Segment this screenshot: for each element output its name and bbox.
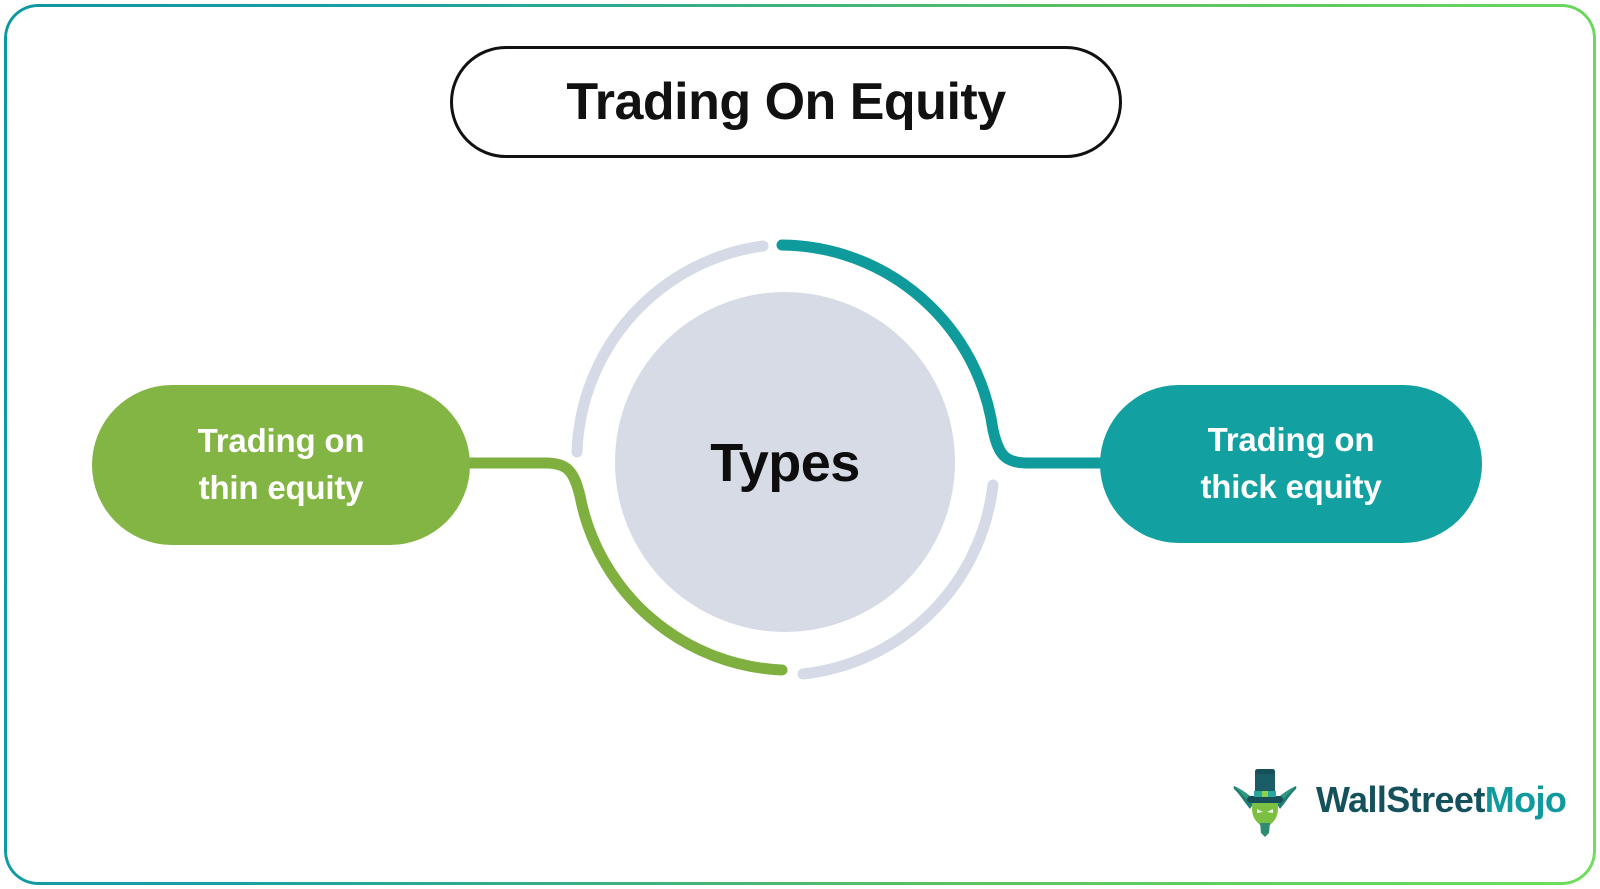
branch-thick-equity-line2: thick equity: [1200, 468, 1382, 505]
brand-wordmark: WallStreetMojo: [1316, 779, 1567, 820]
ring-arc-teal-connector: [776, 239, 1110, 469]
branch-thin-equity-label: Trading on thin equity: [176, 418, 387, 512]
brand-name-part2: Mojo: [1484, 779, 1567, 820]
title-pill: Trading On Equity: [450, 46, 1122, 158]
branch-thin-equity-line1: Trading on: [197, 422, 365, 460]
brand-name-part1: WallStreet: [1316, 779, 1485, 820]
ring-arc-gray: [571, 240, 769, 458]
brand-logo[interactable]: WallStreetMojo: [1228, 762, 1567, 838]
branch-thin-equity[interactable]: Trading on thin equity: [92, 385, 470, 545]
branch-thin-equity-line2: thin equity: [198, 469, 364, 506]
ring-arc-green-connector: [460, 457, 788, 676]
page-title: Trading On Equity: [566, 73, 1006, 131]
ring-arc-gray-lower: [797, 479, 999, 680]
branch-thick-equity-line1: Trading on: [1207, 421, 1375, 459]
branch-thick-equity[interactable]: Trading on thick equity: [1100, 385, 1482, 543]
bull-with-top-hat-icon: [1233, 769, 1297, 837]
branch-thick-equity-label: Trading on thick equity: [1179, 417, 1404, 511]
center-disc: [615, 292, 955, 632]
